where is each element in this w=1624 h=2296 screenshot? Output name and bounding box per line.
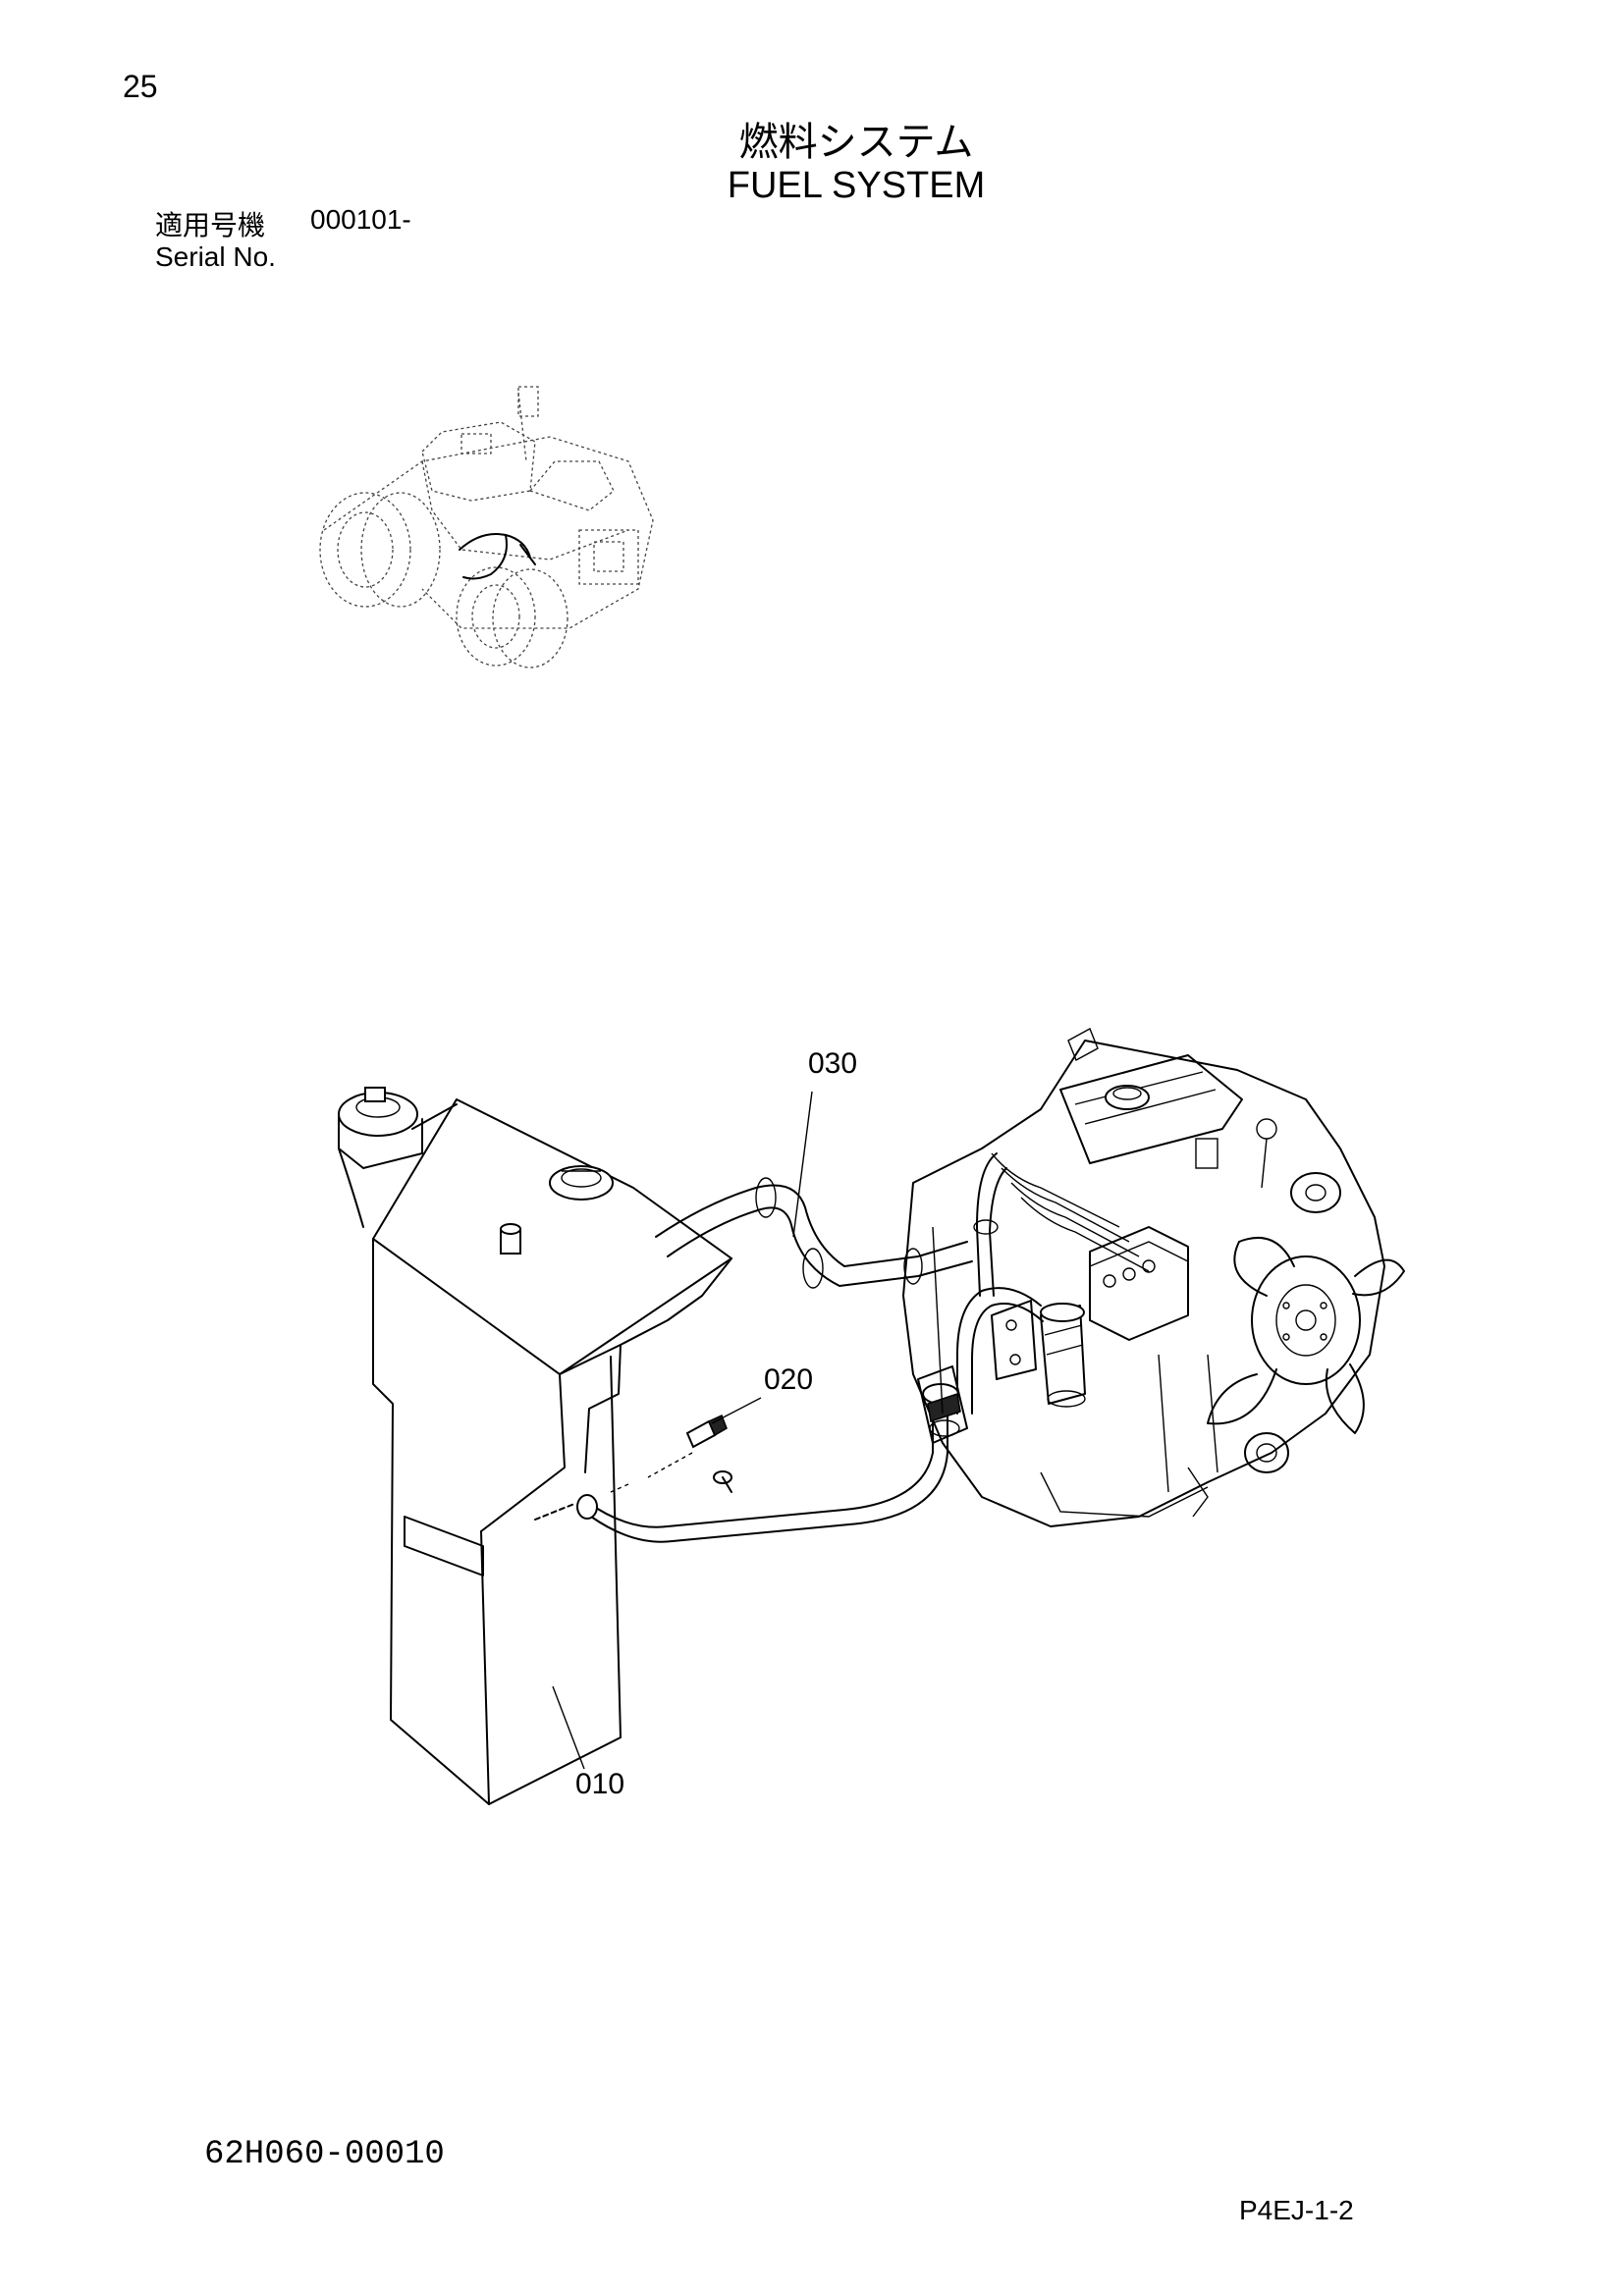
callout-010: 010 <box>575 1768 624 1800</box>
page-title-en: FUEL SYSTEM <box>727 165 986 206</box>
page-number: 25 <box>123 69 158 104</box>
serial-value: 000101- <box>310 204 411 235</box>
fuel-tank <box>338 1087 732 1805</box>
drain-fitting <box>610 1414 728 1493</box>
machine-overview-illustration <box>319 386 654 668</box>
serial-label-en: Serial No. <box>155 241 276 272</box>
diagram-code: 62H060-00010 <box>204 2136 445 2173</box>
callout-020: 020 <box>764 1363 813 1396</box>
page-title-jp: 燃料システム <box>738 120 974 165</box>
fuel-hoses <box>534 1177 973 1543</box>
engine-assembly <box>902 1028 1405 1527</box>
callout-leaders <box>552 1091 813 1770</box>
page-code: P4EJ-1-2 <box>1239 2195 1354 2225</box>
callout-030: 030 <box>808 1047 857 1080</box>
cooling-fan <box>1207 1237 1405 1434</box>
serial-label-jp: 適用号機 <box>155 209 266 241</box>
